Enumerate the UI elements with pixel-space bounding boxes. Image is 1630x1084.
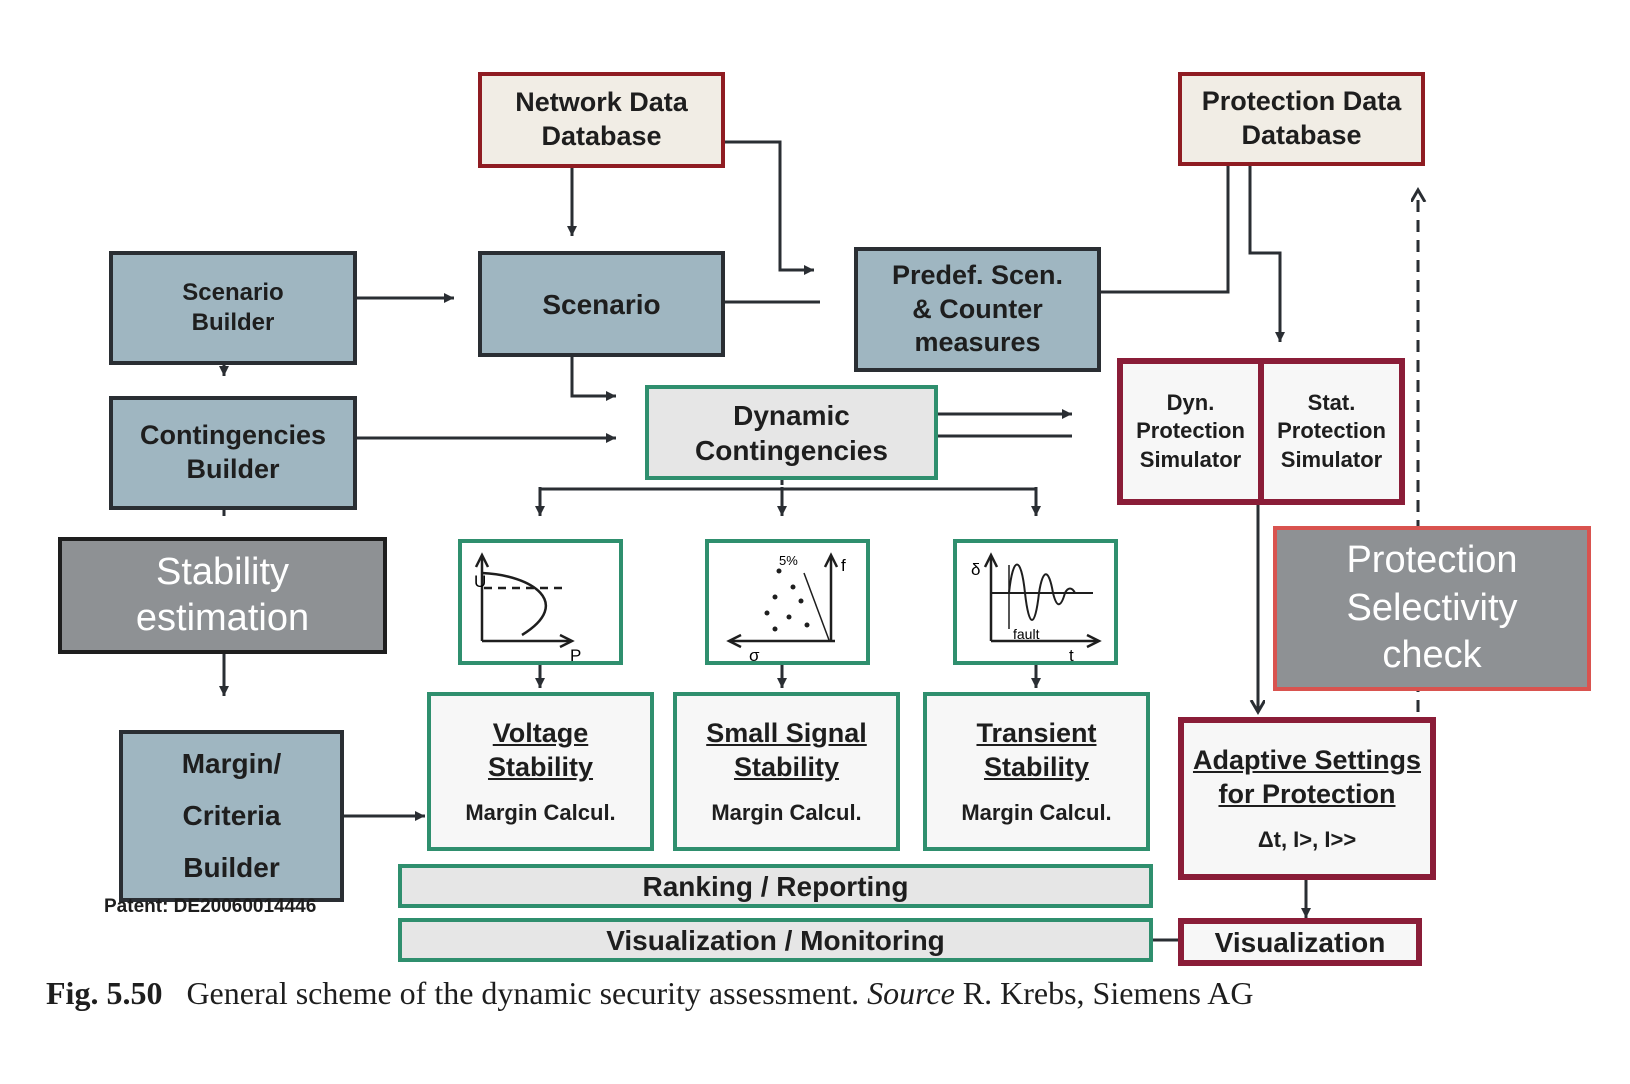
predefined-scenarios-box: Predef. Scen. & Counter measures: [854, 247, 1101, 372]
scenario-builder-line-2: Builder: [191, 309, 275, 336]
network-data-database: Network Data Database: [478, 72, 725, 168]
caption-text: General scheme of the dynamic security a…: [186, 975, 860, 1011]
dyn-sim-line-2: Protection: [1136, 418, 1245, 444]
contingencies-builder-box: Contingencies Builder: [109, 396, 357, 510]
dyn-sim-line-1: Dyn.: [1166, 390, 1215, 416]
dynamic-contingencies-line-2: Contingencies: [695, 434, 888, 466]
voltage-stability-box: Voltage Stability Margin Calcul.: [427, 692, 654, 851]
figure-caption: Fig. 5.50 General scheme of the dynamic s…: [46, 975, 1606, 1012]
protection-db-line-2: Database: [1241, 120, 1362, 150]
static-protection-simulator: Stat. Protection Simulator: [1258, 358, 1405, 505]
network-db-line-1: Network Data: [515, 87, 688, 118]
network-db-line-2: Database: [541, 121, 662, 151]
stability-estimation-box: Stability estimation: [58, 537, 387, 654]
patent-note: Patent: DE20060014446: [104, 896, 317, 917]
transient-title-line-1: Transient: [976, 718, 1097, 748]
scenario-builder-box: Scenario Builder: [109, 251, 357, 365]
visualization-label: Visualization: [1214, 926, 1386, 958]
protection-db-line-1: Protection Data: [1201, 86, 1402, 117]
contingencies-builder-line-1: Contingencies: [139, 420, 327, 451]
scenario-box: Scenario: [478, 251, 725, 357]
margin-criteria-builder-box: Margin/ Criteria Builder: [119, 730, 344, 902]
stat-sim-line-2: Protection: [1277, 418, 1386, 444]
transient-stability-box: Transient Stability Margin Calcul.: [923, 692, 1150, 851]
transient-y-label: δ: [971, 560, 980, 579]
dynamic-contingencies-box: Dynamic Contingencies: [645, 385, 938, 480]
small-signal-margin-label: Margin Calcul.: [711, 799, 862, 825]
voltage-title-line-1: Voltage: [492, 718, 589, 748]
adaptive-settings-values: Δt, I>, I>>: [1257, 826, 1357, 852]
scenario-builder-line-1: Scenario: [182, 279, 284, 306]
small-signal-title-line-2: Stability: [733, 751, 840, 782]
margin-builder-line-3: Builder: [183, 851, 280, 883]
contingencies-builder-line-2: Builder: [186, 454, 280, 484]
transient-x-label: t: [1069, 646, 1074, 665]
dynamic-protection-simulator: Dyn. Protection Simulator: [1117, 358, 1264, 505]
protection-selectivity-check-box: Protection Selectivity check: [1273, 526, 1591, 691]
small-signal-stability-box: Small Signal Stability Margin Calcul.: [673, 692, 900, 851]
small-signal-percent-label: 5%: [779, 553, 798, 568]
transient-angle-plot: δ fault t: [953, 539, 1118, 665]
selectivity-line-2: Selectivity: [1346, 586, 1518, 629]
caption-source-label: Source: [867, 975, 955, 1011]
dynamic-contingencies-line-1: Dynamic: [733, 399, 850, 431]
transient-fault-label: fault: [1013, 626, 1040, 642]
voltage-pv-curve-plot: U P: [458, 539, 623, 665]
figure-number: Fig. 5.50: [46, 975, 163, 1011]
stat-sim-line-3: Simulator: [1280, 446, 1383, 472]
protection-data-database: Protection Data Database: [1178, 72, 1425, 166]
ranking-reporting-bar: Ranking / Reporting: [398, 864, 1153, 908]
predef-line-3: measures: [914, 327, 1041, 358]
adaptive-settings-box: Adaptive Settings for Protection Δt, I>,…: [1178, 717, 1436, 880]
scenario-label: Scenario: [542, 288, 661, 320]
small-signal-x-label: σ: [749, 646, 760, 665]
voltage-plot-x-label: P: [570, 646, 581, 665]
adaptive-title-line-2: for Protection: [1218, 778, 1396, 809]
small-signal-y-label: f: [841, 556, 846, 575]
stability-estimation-line-1: Stability: [155, 550, 290, 593]
dyn-sim-line-3: Simulator: [1139, 446, 1242, 472]
ranking-reporting-label: Ranking / Reporting: [642, 870, 909, 902]
stat-sim-line-1: Stat.: [1307, 390, 1356, 416]
small-signal-title-line-1: Small Signal: [706, 718, 867, 748]
selectivity-line-3: check: [1382, 634, 1482, 677]
caption-source: R. Krebs, Siemens AG: [962, 975, 1254, 1011]
predef-line-1: Predef. Scen.: [891, 259, 1064, 290]
selectivity-line-1: Protection: [1346, 539, 1518, 582]
voltage-margin-label: Margin Calcul.: [465, 799, 616, 825]
visualization-monitoring-bar: Visualization / Monitoring: [398, 918, 1153, 962]
stability-estimation-line-2: estimation: [135, 596, 310, 639]
visualization-box: Visualization: [1178, 918, 1422, 966]
margin-builder-line-2: Criteria: [182, 800, 281, 832]
voltage-plot-y-label: U: [474, 572, 486, 591]
transient-title-line-2: Stability: [983, 751, 1090, 782]
small-signal-eigenvalue-plot: 5% f σ: [705, 539, 870, 665]
visualization-monitoring-label: Visualization / Monitoring: [606, 924, 945, 956]
adaptive-title-line-1: Adaptive Settings: [1192, 745, 1422, 775]
transient-margin-label: Margin Calcul.: [961, 799, 1112, 825]
voltage-title-line-2: Stability: [487, 751, 594, 782]
predef-line-2: & Counter: [912, 293, 1043, 324]
margin-builder-line-1: Margin/: [181, 748, 282, 780]
